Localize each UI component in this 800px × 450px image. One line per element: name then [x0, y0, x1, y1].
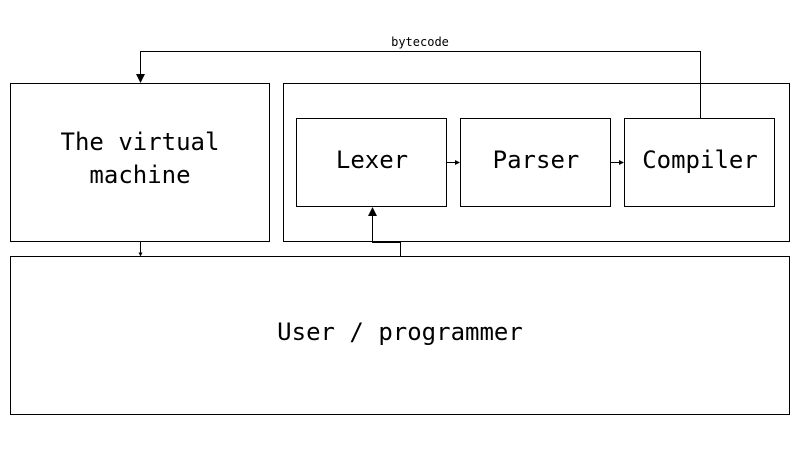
parser-label: Parser: [493, 146, 580, 174]
virtual-machine-node: The virtual machine: [10, 83, 270, 242]
virtual-machine-label-line2: machine: [89, 161, 190, 189]
compiler-label: Compiler: [642, 146, 758, 174]
edge-lexer-to-parser: [447, 160, 460, 165]
edge-compiler-to-vm-bytecode: bytecode: [136, 35, 701, 118]
user-programmer-label: User / programmer: [277, 318, 523, 346]
edge-user-to-lexer: [368, 207, 401, 256]
parser-node: Parser: [460, 118, 611, 207]
edge-label-bytecode: bytecode: [391, 35, 449, 49]
virtual-machine-label-line1: The virtual: [61, 128, 220, 156]
compiler-node: Compiler: [624, 118, 775, 207]
edge-vm-to-user: [138, 242, 143, 257]
user-programmer-node: User / programmer: [10, 256, 790, 415]
lexer-label: Lexer: [336, 146, 408, 174]
edge-parser-to-compiler: [611, 160, 624, 165]
lexer-node: Lexer: [296, 118, 447, 207]
